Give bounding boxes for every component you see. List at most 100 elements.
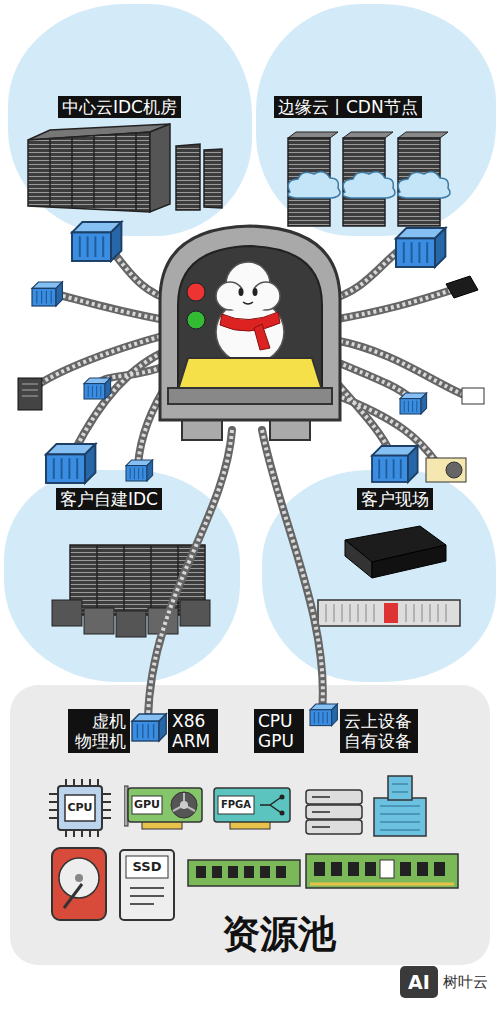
character-face: [222, 288, 274, 312]
chip-label: GPU: [132, 796, 162, 814]
mouth: [243, 302, 253, 304]
hub-body: [160, 226, 340, 420]
tower: [398, 138, 440, 226]
chip-label: FPGA: [218, 796, 254, 814]
server-unit: [306, 805, 362, 819]
rack-small: [176, 144, 200, 210]
container: [400, 393, 427, 414]
hub: [160, 226, 340, 440]
cable-seg: [336, 395, 436, 462]
container: [132, 714, 166, 741]
cable: [148, 430, 232, 720]
ssd-lines: [130, 888, 164, 904]
server-unit: [306, 820, 362, 834]
tower-top: [398, 132, 448, 138]
cable: [98, 240, 172, 300]
red-light: [187, 283, 205, 301]
chip-body: [58, 786, 102, 830]
box-side: [345, 540, 372, 578]
rack-unit: [84, 608, 114, 634]
mini-card: [462, 388, 484, 404]
edge-towers: [288, 132, 450, 226]
hub-foot: [182, 392, 222, 440]
character-puff: [252, 282, 280, 310]
hdd: [52, 848, 106, 920]
building-top: [388, 776, 412, 800]
category-tag: X86 ARM: [168, 709, 218, 753]
box-top: [345, 526, 446, 562]
customer-idc-racks: [52, 545, 210, 637]
cable-seg: [328, 242, 412, 300]
fpga-icon: FPGA: [212, 784, 294, 832]
cable-seg: [148, 430, 232, 720]
rack-dividers: [50, 133, 136, 210]
box-front: [372, 545, 446, 578]
category-text: CPU GPU: [258, 711, 300, 751]
cable: [138, 380, 170, 465]
rack-unit: [116, 611, 146, 637]
rack-side: [150, 124, 170, 212]
server-lines: [312, 797, 330, 827]
watermark: 树叶云: [443, 972, 488, 992]
pool-title: 资源池: [222, 909, 336, 960]
cable: [332, 360, 410, 398]
character-puff: [216, 282, 244, 310]
container: [72, 222, 121, 261]
card-body: [128, 788, 202, 822]
rack-device: [318, 600, 460, 626]
card-label: [218, 796, 254, 814]
server-unit: [306, 790, 362, 804]
site-devices: [318, 526, 460, 626]
ssd-body: [120, 850, 174, 920]
ram-stick: [306, 854, 458, 888]
region-bubble: 客户自建IDC: [4, 470, 240, 682]
building: [374, 798, 426, 836]
cable: [96, 365, 168, 385]
idc-racks: [28, 124, 222, 212]
ram-label: [380, 860, 394, 878]
cable-seg: [96, 365, 168, 385]
cable: [328, 242, 412, 300]
cable: [36, 335, 166, 386]
rack-top: [28, 124, 170, 140]
cable-seg: [262, 430, 323, 712]
cables: [36, 240, 462, 720]
chip-core: [65, 795, 95, 821]
character-body: [216, 300, 284, 364]
cpu-icon: CPU: [48, 778, 112, 838]
card-body: [214, 788, 290, 822]
keyboard: [178, 358, 322, 390]
building-windows: [380, 784, 420, 830]
container: [32, 282, 62, 306]
cable: [334, 340, 462, 394]
cable: [332, 290, 452, 320]
category-tag: CPU GPU: [254, 709, 304, 753]
mini-gpu: [426, 458, 466, 482]
cable-seg: [36, 335, 166, 386]
cable: [336, 395, 436, 462]
container: [372, 446, 418, 482]
hdd-spindle: [75, 874, 83, 882]
ssd-icon: SSD: [118, 848, 176, 922]
fan-blades: [173, 793, 195, 811]
chip-pins: [49, 779, 111, 837]
eye: [239, 288, 244, 296]
category-text: X86 ARM: [172, 711, 214, 751]
ssd-label: [126, 856, 168, 878]
mini-box: [446, 276, 478, 298]
cable-seg: [330, 375, 390, 452]
category-tag: 云上设备 自有设备: [340, 709, 418, 753]
category-text: 虚机 物理机: [72, 711, 126, 751]
logic-symbol: [260, 798, 280, 812]
hub-window: [178, 246, 322, 400]
ram-chips: [196, 866, 286, 878]
cloud: [343, 172, 395, 198]
container: [396, 228, 445, 267]
category-tag: 虚机 物理机: [68, 709, 130, 753]
card-label: [132, 796, 162, 814]
cable-seg: [98, 240, 172, 300]
eye: [253, 288, 258, 296]
logo-mark: AI: [400, 966, 438, 998]
cable: [330, 375, 390, 452]
